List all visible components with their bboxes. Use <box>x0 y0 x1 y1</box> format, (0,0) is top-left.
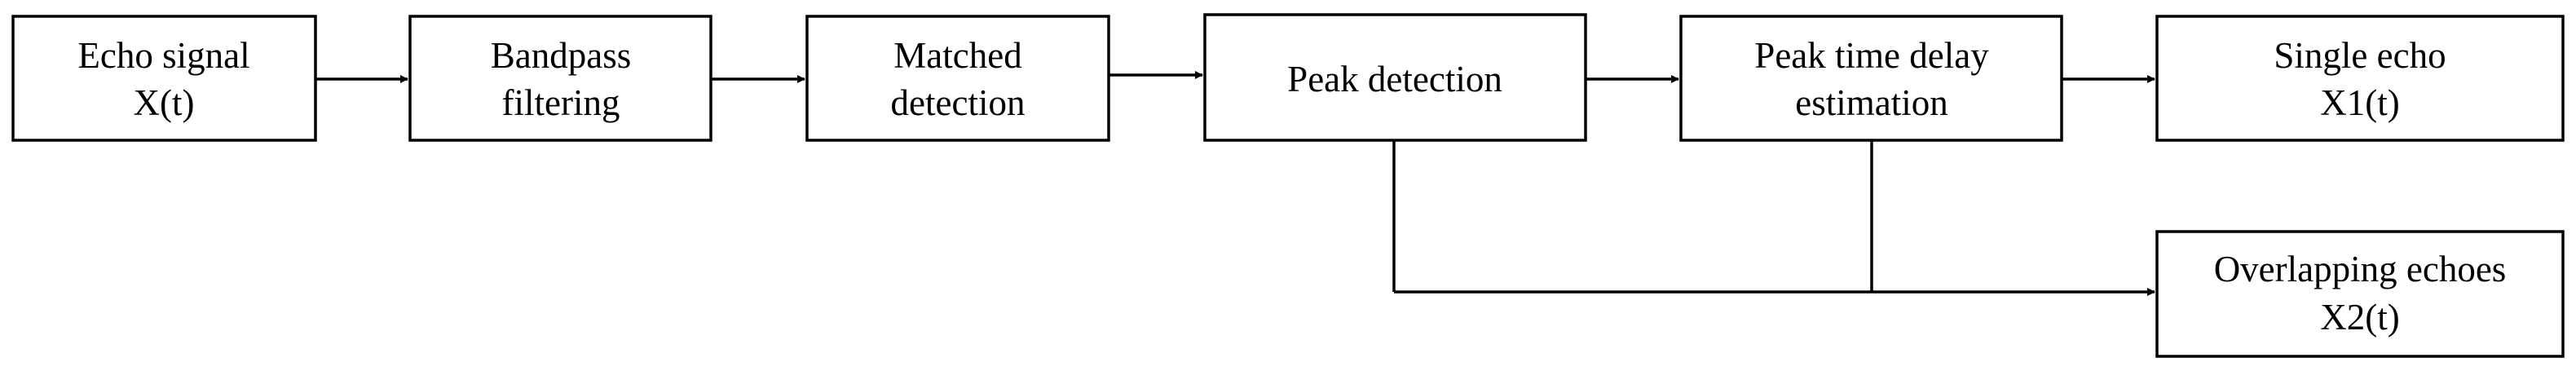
node-echo-signal-line-2: X(t) <box>134 82 195 123</box>
node-overlapping-line-2: X2(t) <box>2320 297 2399 338</box>
node-matched-line-2: detection <box>891 82 1026 123</box>
node-overlapping-line-1: Overlapping echoes <box>2214 249 2507 289</box>
node-peak-delay-line-1: Peak time delay <box>1754 35 1989 76</box>
node-bandpass-line-2: filtering <box>502 82 620 123</box>
node-echo-signal: Echo signal X(t) <box>11 15 317 142</box>
node-single-echo-line-1: Single echo <box>2274 35 2446 76</box>
node-peak-detection-label: Peak detection <box>1287 59 1502 99</box>
node-single-echo: Single echo X1(t) <box>2155 15 2565 142</box>
node-bandpass-filtering: Bandpass filtering <box>408 15 712 142</box>
node-matched-line-1: Matched <box>893 35 1021 76</box>
node-single-echo-line-2: X1(t) <box>2320 82 2399 123</box>
node-echo-signal-line-1: Echo signal <box>77 35 249 76</box>
node-bandpass-line-1: Bandpass <box>491 35 632 76</box>
node-overlapping-echoes: Overlapping echoes X2(t) <box>2155 230 2565 358</box>
node-matched-detection: Matched detection <box>805 15 1110 142</box>
connectors <box>316 71 2155 296</box>
node-peak-time-delay-estimation: Peak time delay estimation <box>1679 15 2063 142</box>
node-peak-delay-line-2: estimation <box>1795 82 1947 123</box>
node-peak-detection: Peak detection <box>1203 13 1587 142</box>
